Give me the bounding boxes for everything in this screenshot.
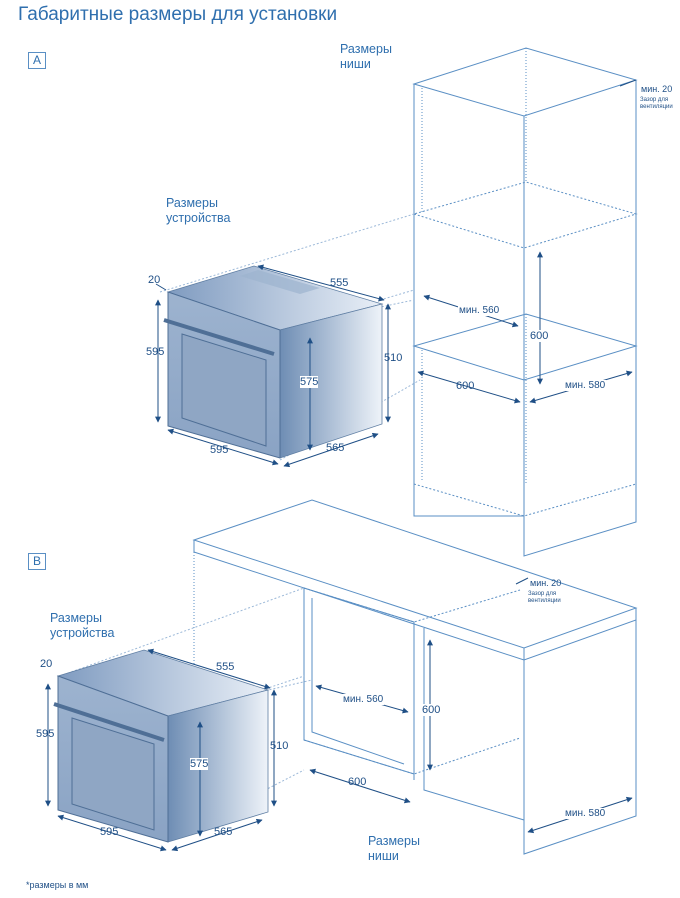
dim-b-niche-depth2: мин. 580 [564, 808, 607, 819]
dim-a-niche-height: 600 [530, 330, 549, 342]
device-label-a-line2: устройства [166, 211, 231, 225]
oven-b [53, 649, 270, 843]
units-footnote: *размеры в мм [26, 880, 89, 890]
dim-b-depth-bottom: 565 [214, 826, 233, 838]
niche-label-b-line2: ниши [368, 849, 399, 863]
dim-b-inner-height: 575 [190, 758, 209, 770]
niche-label-b-line1: Размеры [368, 834, 420, 848]
vent-note-a-line2: вентиляции [640, 104, 673, 110]
vent-note-b-line1: Зазор для [528, 591, 557, 597]
section-a-badge: A [28, 52, 46, 69]
dim-a-height-side: 510 [384, 352, 403, 364]
device-label-b-line1: Размеры [50, 611, 102, 625]
vent-note-a-line1: Зазор для [640, 97, 669, 103]
section-b-niche [59, 499, 638, 855]
dim-a-height-front: 595 [146, 346, 165, 358]
vent-min-a: мин. 20 [641, 84, 673, 94]
dim-b-width-bottom: 595 [100, 826, 119, 838]
dim-b-niche-height: 600 [422, 704, 441, 716]
dim-b-height-front: 595 [36, 728, 55, 740]
device-label-b-line2: устройства [50, 626, 115, 640]
dim-a-width-top: 555 [330, 277, 349, 289]
page-title: Габаритные размеры для установки [18, 4, 338, 25]
section-b-dimensions [45, 577, 633, 852]
dim-b-niche-depth: мин. 560 [342, 694, 385, 705]
dim-a-niche-depth2: мин. 580 [564, 380, 607, 391]
section-b-badge: B [28, 553, 46, 570]
dim-a-inner-height: 575 [300, 376, 319, 388]
dim-b-width-top: 555 [216, 661, 235, 673]
section-a-dimensions [155, 79, 637, 468]
vent-note-b-line2: вентиляции [528, 598, 561, 604]
device-label-a-line1: Размеры [166, 196, 218, 210]
dim-a-niche-depth: мин. 560 [458, 305, 501, 316]
niche-label-a-line2: ниши [340, 57, 371, 71]
dim-b-height-side: 510 [270, 740, 289, 752]
oven-a [163, 265, 384, 459]
dim-b-top-depth: 20 [40, 658, 53, 670]
dim-a-depth-bottom: 565 [326, 442, 345, 454]
dim-a-niche-width: 600 [456, 380, 475, 392]
dim-a-top-depth: 20 [148, 274, 161, 286]
dim-b-niche-width: 600 [348, 776, 367, 788]
vent-min-b: мин. 20 [530, 578, 562, 588]
niche-label-a-line1: Размеры [340, 42, 392, 56]
dim-a-width-bottom: 595 [210, 444, 229, 456]
